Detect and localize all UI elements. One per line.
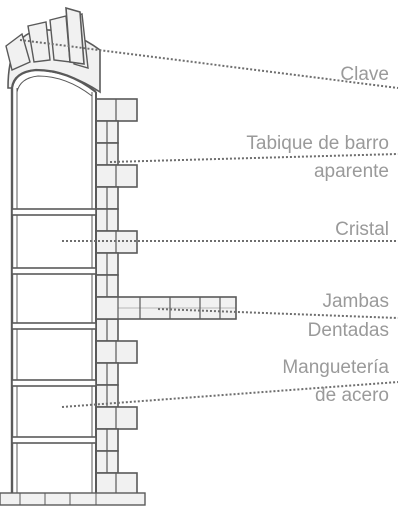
frame-arch-inner [16,75,93,97]
label-cristal: Cristal [335,219,389,240]
steel-frame-group [10,68,97,493]
frame-rail [11,436,97,444]
arch-group [5,6,101,94]
leader-clave [19,39,399,89]
keystone [65,6,85,65]
brick-wall-group [0,98,237,506]
arch-voussoir [5,32,31,71]
arch-voussoir [27,21,51,63]
label-aparente: aparente [313,161,389,182]
frame-rail [11,208,97,216]
label-mangueteria: Manguetería [282,357,389,378]
leader-lines-group [19,39,399,408]
label-de-acero: de acero [315,385,389,406]
frame-rail [11,379,97,387]
leader-jambas [157,308,399,319]
label-jambas: Jambas [322,291,389,312]
label-tabique-de-barro: Tabique de barro [246,133,389,154]
base-course [0,492,146,506]
frame-rail [11,267,97,275]
leader-mangueteria [61,381,399,408]
leader-tabique [109,153,399,163]
label-clave: Clave [340,64,389,85]
frame-rail [11,322,97,330]
frame-arch-head [10,68,97,93]
label-dentadas: Dentadas [307,320,389,341]
